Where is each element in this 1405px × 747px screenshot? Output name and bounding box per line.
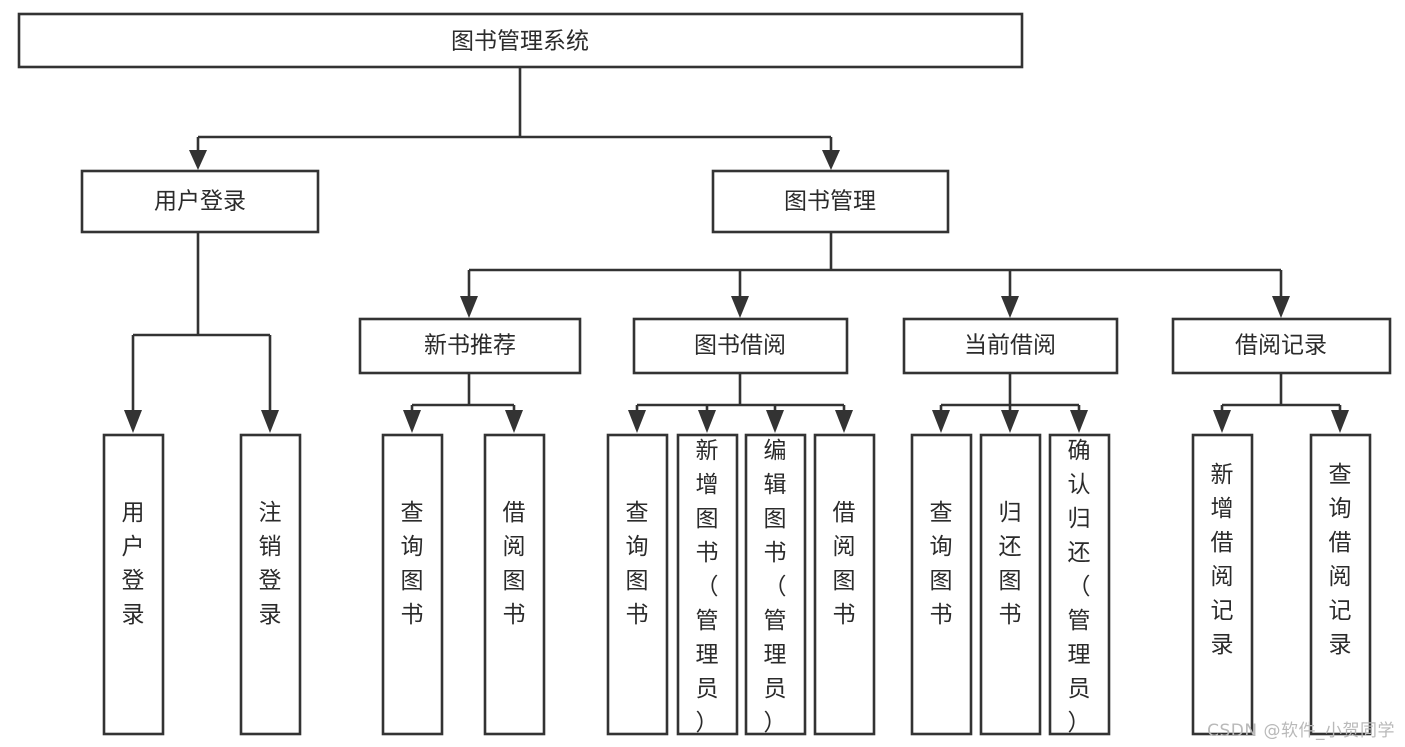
node-leaf-query-book-3-label: 查询图书 bbox=[930, 500, 953, 628]
arrow-to-leaf-query-record bbox=[1331, 410, 1349, 433]
node-leaf-add-book-box[interactable] bbox=[676, 433, 739, 736]
arrow-to-book-borrow bbox=[731, 296, 749, 318]
arrow-to-leaf-user-login bbox=[124, 410, 142, 433]
node-leaf-borrow-book-2-box[interactable] bbox=[813, 433, 876, 736]
node-book-management-label: 图书管理 bbox=[784, 189, 876, 215]
node-leaf-add-record-box[interactable] bbox=[1191, 433, 1254, 736]
node-leaf-query-book-2-label: 查询图书 bbox=[626, 500, 649, 628]
node-current-borrow-label: 当前借阅 bbox=[964, 333, 1056, 359]
node-user-login-box[interactable] bbox=[80, 169, 320, 234]
arrow-to-leaf-confirm-return bbox=[1070, 410, 1088, 433]
arrow-to-leaf-borrow-book-1 bbox=[505, 410, 523, 433]
node-book-borrow[interactable]: 图书借阅 bbox=[632, 317, 849, 375]
node-current-borrow-box[interactable] bbox=[902, 317, 1119, 375]
node-new-book-recommend-box[interactable] bbox=[358, 317, 582, 375]
arrow-to-leaf-add-record bbox=[1213, 410, 1231, 433]
node-book-management[interactable]: 图书管理 bbox=[711, 169, 950, 234]
node-leaf-query-book-3[interactable]: 查询图书 bbox=[910, 433, 973, 736]
arrow-to-borrow-record bbox=[1272, 296, 1290, 318]
node-leaf-user-logout[interactable]: 注销登录 bbox=[239, 433, 302, 736]
arrow-to-new-book-recommend bbox=[460, 296, 478, 318]
node-leaf-query-book-1-label: 查询图书 bbox=[401, 500, 424, 628]
node-leaf-confirm-return[interactable]: 确认归还（管理员） bbox=[1048, 433, 1111, 736]
node-leaf-return-book[interactable]: 归还图书 bbox=[979, 433, 1042, 736]
node-leaf-borrow-book-2-label: 借阅图书 bbox=[833, 500, 856, 628]
arrow-to-leaf-edit-book bbox=[766, 410, 784, 433]
node-leaf-query-record-label: 查询借阅记录 bbox=[1329, 462, 1352, 658]
node-leaf-add-record[interactable]: 新增借阅记录 bbox=[1191, 433, 1254, 736]
arrow-to-leaf-user-logout bbox=[261, 410, 279, 433]
node-leaf-query-record[interactable]: 查询借阅记录 bbox=[1309, 433, 1372, 736]
node-user-login-label: 用户登录 bbox=[154, 189, 246, 215]
node-leaf-user-login-box[interactable] bbox=[102, 433, 165, 736]
node-leaf-query-book-2[interactable]: 查询图书 bbox=[606, 433, 669, 736]
arrow-root-to-user-login bbox=[189, 150, 207, 170]
node-leaf-add-record-label: 新增借阅记录 bbox=[1211, 462, 1234, 658]
arrow-to-leaf-return-book bbox=[1001, 410, 1019, 433]
arrow-to-leaf-query-book-1 bbox=[403, 410, 421, 433]
arrow-to-current-borrow bbox=[1001, 296, 1019, 318]
node-leaf-query-book-3-box[interactable] bbox=[910, 433, 973, 736]
node-leaf-borrow-book-1-label: 借阅图书 bbox=[503, 500, 526, 628]
node-leaf-user-login-label: 用户登录 bbox=[122, 500, 145, 628]
node-leaf-borrow-book-1[interactable]: 借阅图书 bbox=[483, 433, 546, 736]
node-leaf-query-record-box[interactable] bbox=[1309, 433, 1372, 736]
node-book-borrow-box[interactable] bbox=[632, 317, 849, 375]
node-root-box[interactable] bbox=[17, 12, 1024, 69]
arrow-to-leaf-add-book bbox=[698, 410, 716, 433]
node-leaf-add-book-label: 新增图书（管理员） bbox=[696, 438, 719, 736]
csdn-watermark: CSDN @软件_小贺同学 bbox=[1207, 721, 1395, 741]
node-borrow-record[interactable]: 借阅记录 bbox=[1171, 317, 1392, 375]
node-leaf-return-book-label: 归还图书 bbox=[999, 500, 1022, 628]
node-leaf-borrow-book-2[interactable]: 借阅图书 bbox=[813, 433, 876, 736]
connector-layer bbox=[124, 67, 1349, 433]
arrow-to-leaf-query-book-2 bbox=[628, 410, 646, 433]
arrow-to-leaf-borrow-book-2 bbox=[835, 410, 853, 433]
node-leaf-user-logout-label: 注销登录 bbox=[259, 500, 282, 628]
node-current-borrow[interactable]: 当前借阅 bbox=[902, 317, 1119, 375]
node-new-book-recommend[interactable]: 新书推荐 bbox=[358, 317, 582, 375]
node-borrow-record-box[interactable] bbox=[1171, 317, 1392, 375]
node-leaf-query-book-2-box[interactable] bbox=[606, 433, 669, 736]
node-leaf-add-book[interactable]: 新增图书（管理员） bbox=[676, 433, 739, 736]
node-user-login[interactable]: 用户登录 bbox=[80, 169, 320, 234]
node-book-borrow-label: 图书借阅 bbox=[694, 333, 786, 359]
node-leaf-query-book-1[interactable]: 查询图书 bbox=[381, 433, 444, 736]
node-leaf-edit-book[interactable]: 编辑图书（管理员） bbox=[744, 433, 807, 736]
node-leaf-user-logout-box[interactable] bbox=[239, 433, 302, 736]
arrow-root-to-book-management bbox=[822, 150, 840, 170]
node-leaf-edit-book-box[interactable] bbox=[744, 433, 807, 736]
node-new-book-recommend-label: 新书推荐 bbox=[424, 333, 516, 359]
arrow-to-leaf-query-book-3 bbox=[932, 410, 950, 433]
node-leaf-edit-book-label: 编辑图书（管理员） bbox=[764, 438, 787, 736]
node-book-management-box[interactable] bbox=[711, 169, 950, 234]
node-root-label: 图书管理系统 bbox=[451, 29, 589, 55]
node-leaf-confirm-return-label: 确认归还（管理员） bbox=[1068, 438, 1091, 736]
node-root[interactable]: 图书管理系统 bbox=[17, 12, 1024, 69]
node-leaf-borrow-book-1-box[interactable] bbox=[483, 433, 546, 736]
node-leaf-query-book-1-box[interactable] bbox=[381, 433, 444, 736]
node-leaf-return-book-box[interactable] bbox=[979, 433, 1042, 736]
node-leaf-user-login[interactable]: 用户登录 bbox=[102, 433, 165, 736]
node-leaf-confirm-return-box[interactable] bbox=[1048, 433, 1111, 736]
node-borrow-record-label: 借阅记录 bbox=[1235, 333, 1327, 359]
